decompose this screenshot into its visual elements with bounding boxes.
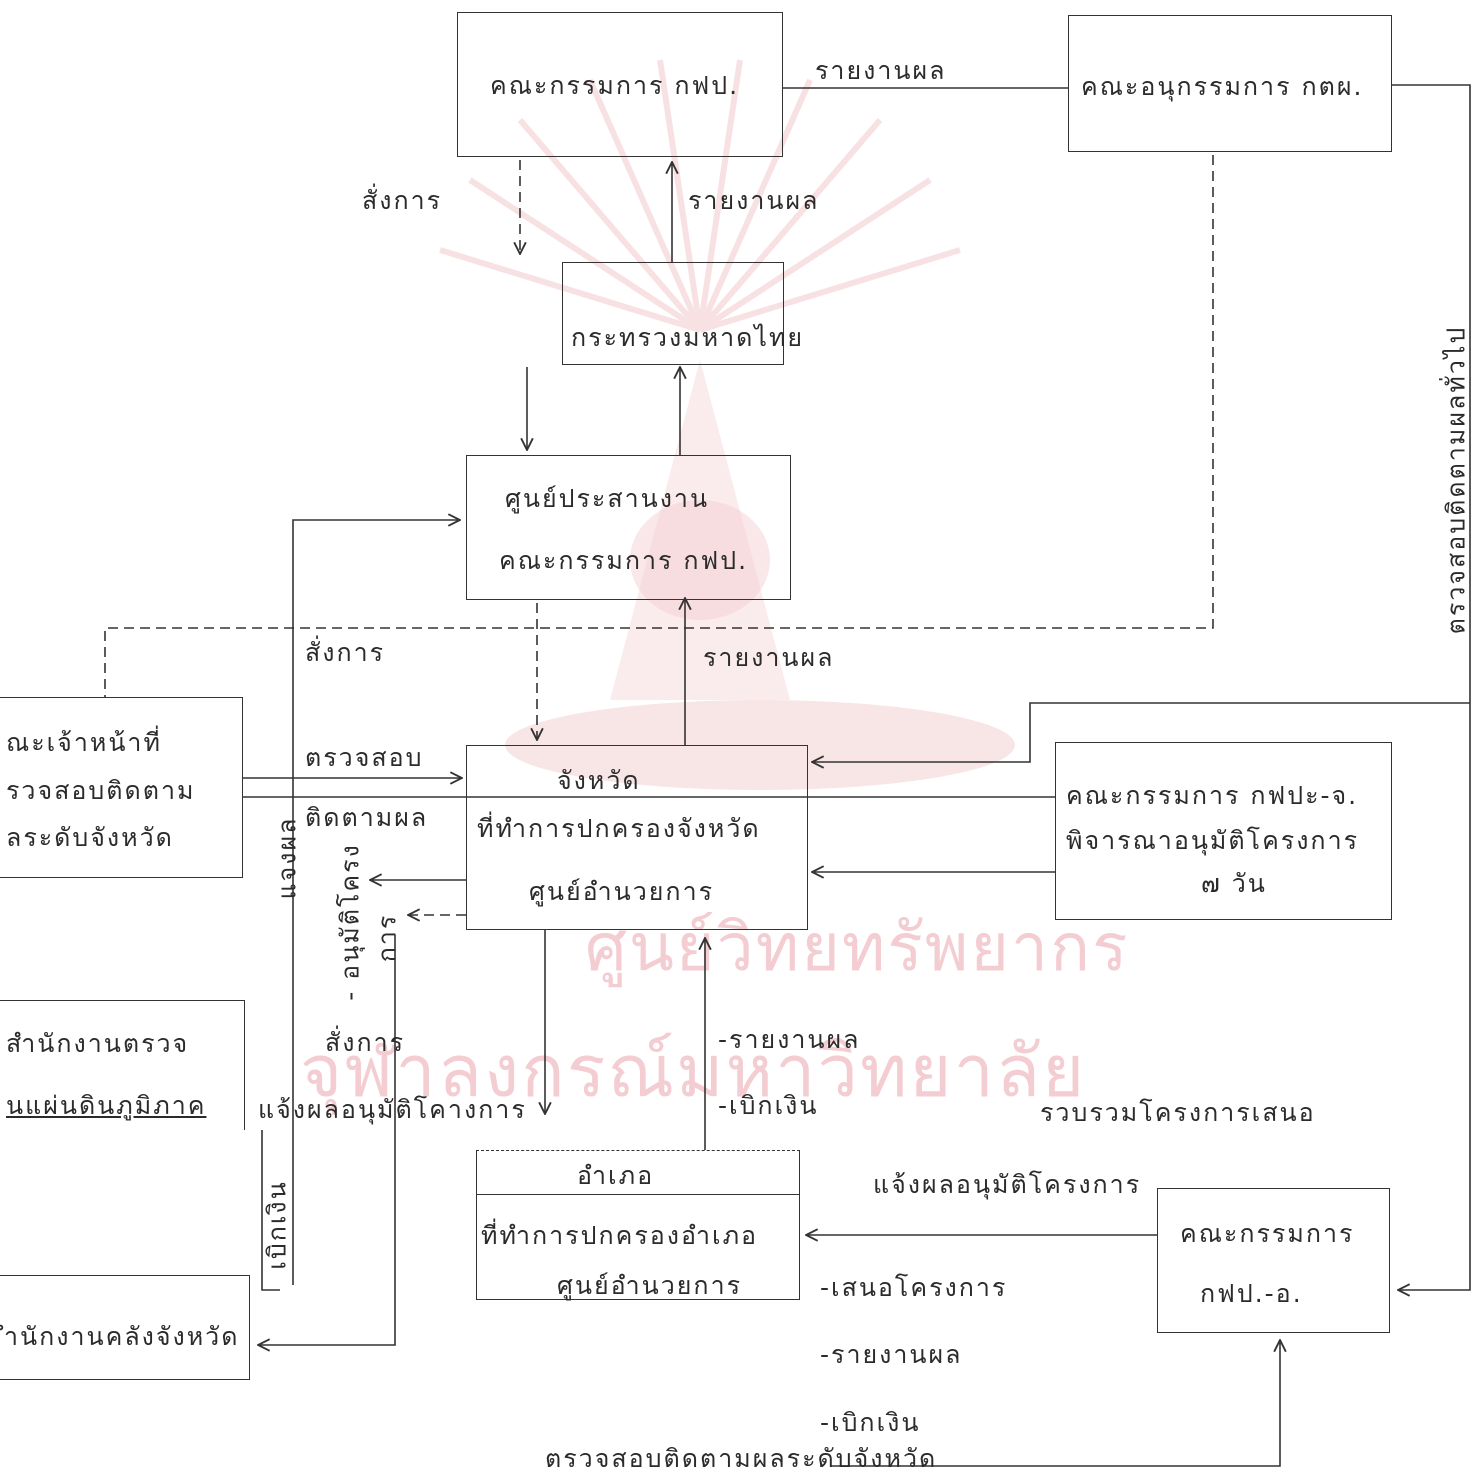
node-committee-district-line1: คณะกรรมการ — [1180, 1219, 1355, 1248]
node-provincial-officers-line1: ณะเจ้าหน้าที่ — [6, 728, 162, 757]
node-district-line2: ที่ทำการปกครองอำเภอ — [481, 1221, 759, 1250]
label-approve-vertical-1: - อนุมัติโครง — [335, 843, 365, 1001]
label-notify-approval: แจ้งผลอนุมัติโคางการ — [258, 1095, 527, 1124]
node-district-line3: ศูนย์อำนวยการ — [557, 1271, 743, 1300]
node-committee-province-line3: ๗ วัน — [1201, 869, 1267, 898]
label-compile: รวบรวมโครงการเสนอ — [1040, 1098, 1316, 1127]
label-inspect: ตรวจสอบ — [305, 743, 424, 772]
label-report-top: รายงานผล — [815, 56, 947, 85]
label-inspect-general-vertical: ตรวจสอบติดตามผลทั่วไป — [1441, 325, 1471, 635]
label-withdraw-2: -เบิกเงิน — [820, 1408, 921, 1437]
node-provincial-officers: ณะเจ้าหน้าที่ รวจสอบติดตาม ลระดับจังหวัด — [0, 697, 243, 878]
label-notify-approval-2: แจ้งผลอนุมัติโครงการ — [873, 1170, 1142, 1199]
node-coord-center: ศูนย์ประสานงาน คณะกรรมการ กฟป. — [466, 455, 791, 600]
label-approve-vertical-2: การ — [372, 913, 402, 963]
label-withdraw-vertical: เบิกเงิน — [262, 1180, 292, 1270]
arrow-report-to-coord — [292, 520, 460, 1285]
label-follow: ติดตามผล — [305, 803, 429, 832]
node-coord-center-line2: คณะกรรมการ กฟป. — [499, 546, 749, 575]
label-command-1: สั่งการ — [362, 186, 443, 215]
arrow-command-to-treasury — [258, 935, 396, 1345]
node-audit-office-line2: นแผ่นดินภูมิภาค — [6, 1091, 207, 1120]
label-notify-result-vertical: แจงผล — [272, 816, 302, 900]
label-report-1: รายงานผล — [688, 186, 820, 215]
dashed-subcommittee-to-officers — [104, 155, 1214, 697]
node-district-divider — [477, 1194, 799, 1195]
node-committee-district-line2: กฟป.-อ. — [1200, 1279, 1303, 1308]
label-report-4: -รายงานผล — [820, 1340, 963, 1369]
node-audit-office: สำนักงานตรวจ นแผ่นดินภูมิภาค — [0, 1000, 245, 1130]
label-inspect-province: ตรวจสอบติดตามผลระดับจังหวัด — [545, 1444, 938, 1473]
label-command-3: สั่งการ — [325, 1028, 406, 1057]
node-committee-kfp-label: คณะกรรมการ กฟป. — [490, 71, 740, 100]
node-committee-kfp: คณะกรรมการ กฟป. — [457, 12, 783, 157]
label-propose: -เสนอโครงการ — [820, 1273, 1008, 1302]
node-committee-province-line1: คณะกรรมการ กฟปะ-จ. — [1066, 781, 1359, 810]
node-provincial-officers-line2: รวจสอบติดตาม — [6, 776, 196, 805]
node-provincial-officers-line3: ลระดับจังหวัด — [6, 823, 174, 852]
label-command-2: สั่งการ — [305, 638, 386, 667]
arrow-to-province-top — [812, 702, 1470, 762]
watermark-line2: จุฬาลงกรณ์มหาวิทยาลัย — [300, 1029, 1087, 1113]
node-committee-province-line2: พิจารณาอนุมัติโครงการ — [1066, 826, 1360, 855]
node-district-line1: อำเภอ — [577, 1161, 655, 1190]
node-committee-district: คณะกรรมการ กฟป.-อ. — [1157, 1188, 1390, 1333]
watermark-line1: ศูนย์วิทยทรัพยากร — [585, 909, 1130, 986]
node-treasury: ำนักงานคลังจังหวัด — [0, 1275, 250, 1380]
node-ministry-label: กระทรวงมหาดไทย — [571, 323, 805, 352]
node-ministry: กระทรวงมหาดไทย — [562, 262, 802, 365]
node-province-line3: ศูนย์อำนวยการ — [529, 877, 715, 906]
node-subcommittee-label: คณะอนุกรรมการ กตผ. — [1081, 72, 1364, 101]
node-subcommittee: คณะอนุกรรมการ กตผ. — [1068, 15, 1392, 152]
line-general-monitoring — [1392, 84, 1471, 1290]
node-audit-office-line1: สำนักงานตรวจ — [6, 1029, 190, 1058]
node-treasury-label: ำนักงานคลังจังหวัด — [4, 1322, 240, 1351]
node-province-line1: จังหวัด — [557, 766, 641, 795]
label-withdraw-1: -เบิกเงิน — [718, 1091, 819, 1120]
arrow-province-level-monitoring — [830, 1340, 1280, 1467]
node-committee-province: คณะกรรมการ กฟปะ-จ. พิจารณาอนุมัติโครงการ… — [1055, 742, 1392, 920]
label-report-2: รายงานผล — [703, 643, 835, 672]
node-province-line2: ที่ทำการปกครองจังหวัด — [477, 814, 761, 843]
node-district: อำเภอ ที่ทำการปกครองอำเภอ ศูนย์อำนวยการ — [476, 1150, 800, 1300]
label-report-3: -รายงานผล — [718, 1025, 861, 1054]
node-province: จังหวัด ที่ทำการปกครองจังหวัด ศูนย์อำนวย… — [466, 745, 808, 930]
line-withdraw-to-treasury — [261, 1130, 280, 1291]
node-coord-center-line1: ศูนย์ประสานงาน — [505, 484, 710, 513]
